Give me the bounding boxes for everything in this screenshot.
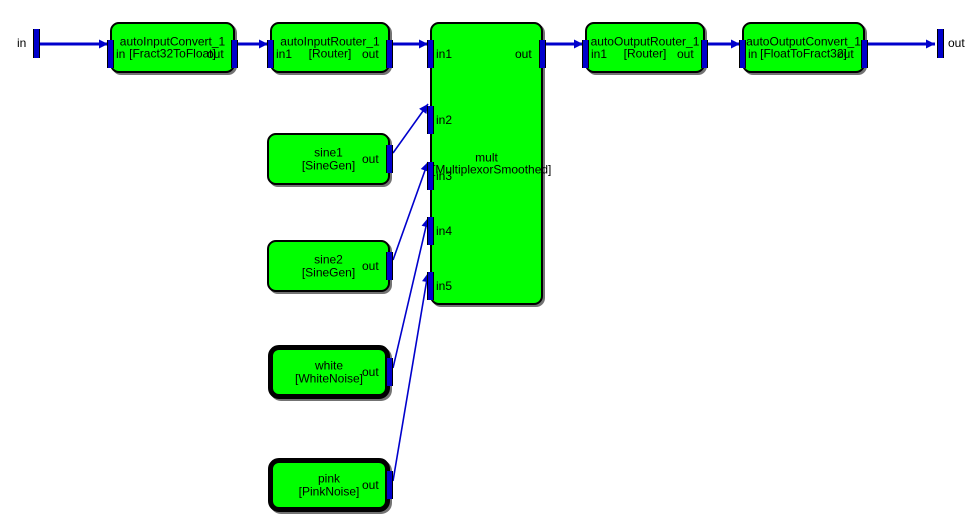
- port-label-in-mult-in5: in5: [436, 279, 453, 293]
- port-out-sine2-out[interactable]: [386, 252, 393, 280]
- port-in-autoInputConvert_1-in[interactable]: [107, 40, 114, 68]
- port-out-sine1-out[interactable]: [386, 145, 393, 173]
- wire-w-outrouter-to-outconvert[interactable]: [708, 39, 740, 49]
- port-out-autoInputRouter_1-out[interactable]: [386, 40, 393, 68]
- port-label-out-sine1-out: out: [362, 152, 379, 166]
- terminal-label-out-terminal: out: [948, 36, 965, 50]
- terminal-label-in-terminal: in: [17, 36, 27, 50]
- port-label-out-mult-out: out: [515, 47, 532, 61]
- port-in-mult-in3[interactable]: [427, 162, 434, 190]
- port-in-mult-in5[interactable]: [427, 272, 434, 300]
- block-name: autoOutputConvert_1: [746, 33, 861, 48]
- port-out-mult-out[interactable]: [539, 40, 546, 68]
- port-in-mult-in4[interactable]: [427, 217, 434, 245]
- wire-w-router-to-mult[interactable]: [393, 39, 428, 49]
- port-out-white-out[interactable]: [386, 358, 393, 386]
- wire-w-convert-to-router[interactable]: [238, 39, 268, 49]
- port-out-autoOutputConvert_1-out[interactable]: [861, 40, 868, 68]
- wire-w-pink-to-in5[interactable]: [392, 272, 431, 482]
- block-name: autoOutputRouter_1: [590, 33, 700, 48]
- port-label-in-autoInputConvert_1-in: in: [116, 47, 126, 61]
- port-label-in-mult-in3: in3: [436, 169, 453, 183]
- wire-w-outconvert-to-out[interactable]: [868, 39, 935, 49]
- terminal-out-terminal[interactable]: [937, 29, 944, 58]
- wire-w-sine1-to-in2[interactable]: [392, 103, 429, 154]
- port-label-in-mult-in1: in1: [436, 47, 453, 61]
- port-label-out-sine2-out: out: [362, 259, 379, 273]
- wire-w-mult-to-outrouter[interactable]: [546, 39, 583, 49]
- port-in-mult-in2[interactable]: [427, 106, 434, 134]
- wire-w-sine2-to-in3[interactable]: [392, 161, 430, 261]
- block-name: autoInputRouter_1: [280, 33, 380, 48]
- port-out-autoOutputRouter_1-out[interactable]: [701, 40, 708, 68]
- port-label-in-mult-in4: in4: [436, 224, 453, 238]
- port-label-out-autoInputConvert_1-out: out: [207, 47, 224, 61]
- port-out-pink-out[interactable]: [386, 471, 393, 499]
- port-in-autoOutputConvert_1-in[interactable]: [739, 40, 746, 68]
- block-name: autoInputConvert_1: [119, 33, 226, 48]
- wire-w-in-to-convert[interactable]: [39, 39, 108, 49]
- port-label-in-autoOutputConvert_1-in: in: [748, 47, 758, 61]
- block-mult[interactable]: mult[MultiplexorSmoothed]: [430, 22, 551, 305]
- port-label-out-autoInputRouter_1-out: out: [362, 47, 379, 61]
- port-in-autoInputRouter_1-in1[interactable]: [267, 40, 274, 68]
- terminal-in-terminal[interactable]: [33, 29, 40, 58]
- port-label-out-pink-out: out: [362, 478, 379, 492]
- port-in-mult-in1[interactable]: [427, 40, 434, 68]
- block-name: mult: [475, 149, 498, 164]
- port-label-out-white-out: out: [362, 365, 379, 379]
- port-out-autoInputConvert_1-out[interactable]: [231, 40, 238, 68]
- port-label-out-autoOutputConvert_1-out: out: [837, 47, 854, 61]
- port-label-in-mult-in2: in2: [436, 113, 453, 127]
- port-in-autoOutputRouter_1-in1[interactable]: [582, 40, 589, 68]
- port-label-in-autoOutputRouter_1-in1: in1: [591, 47, 608, 61]
- port-label-out-autoOutputRouter_1-out: out: [677, 47, 694, 61]
- port-label-in-autoInputRouter_1-in1: in1: [276, 47, 293, 61]
- wire-w-white-to-in4[interactable]: [392, 217, 431, 369]
